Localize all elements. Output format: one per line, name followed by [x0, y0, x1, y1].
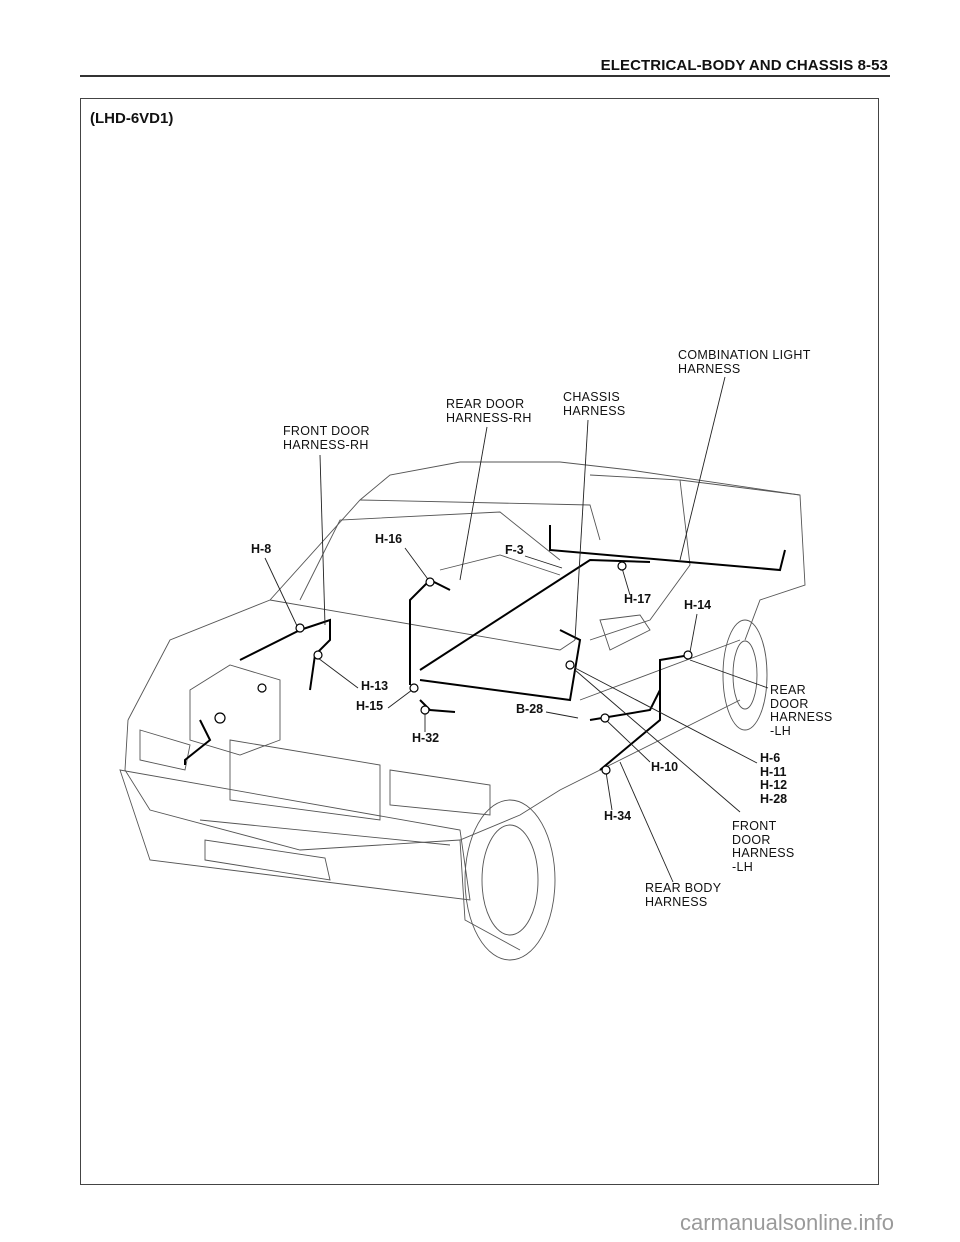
- diagram-frame: [80, 98, 879, 1185]
- connector-h32: H-32: [412, 731, 440, 745]
- chassis-harness-label: CHASSIS HARNESS: [563, 390, 626, 418]
- combination-light-harness-label: COMBINATION LIGHT HARNESS: [678, 348, 811, 376]
- connector-f3: F-3: [505, 543, 524, 557]
- watermark: carmanualsonline.info: [680, 1210, 895, 1235]
- connector-b28: B-28: [516, 702, 544, 716]
- harness-wires: [184, 525, 786, 771]
- page-header-title: ELECTRICAL-BODY AND CHASSIS 8-53: [600, 57, 888, 74]
- variant-label: (LHD-6VD1): [90, 110, 174, 127]
- rear-body-harness-label: REAR BODY HARNESS: [645, 881, 722, 909]
- leader-lines: [264, 376, 769, 883]
- connector-group-h6-h11-h12-h28: H-6 H-11 H-12 H-28: [760, 751, 788, 806]
- truck-body: [119, 461, 806, 961]
- front-door-harness-rh-label: FRONT DOOR HARNESS-RH: [283, 424, 370, 452]
- connector-h15: H-15: [356, 699, 384, 713]
- connector-h13: H-13: [361, 679, 389, 693]
- connector-markers: [214, 561, 693, 775]
- connector-h34: H-34: [604, 809, 632, 823]
- connector-h17: H-17: [624, 592, 652, 606]
- connector-h14: H-14: [684, 598, 712, 612]
- connector-h8: H-8: [251, 542, 272, 556]
- connector-h16: H-16: [375, 532, 403, 546]
- header-rule: [80, 75, 890, 77]
- connector-h10: H-10: [651, 760, 679, 774]
- rear-door-harness-lh-label: REAR DOOR HARNESS -LH: [770, 683, 833, 738]
- rear-door-harness-rh-label: REAR DOOR HARNESS-RH: [446, 397, 532, 425]
- front-door-harness-lh-label: FRONT DOOR HARNESS -LH: [732, 819, 795, 874]
